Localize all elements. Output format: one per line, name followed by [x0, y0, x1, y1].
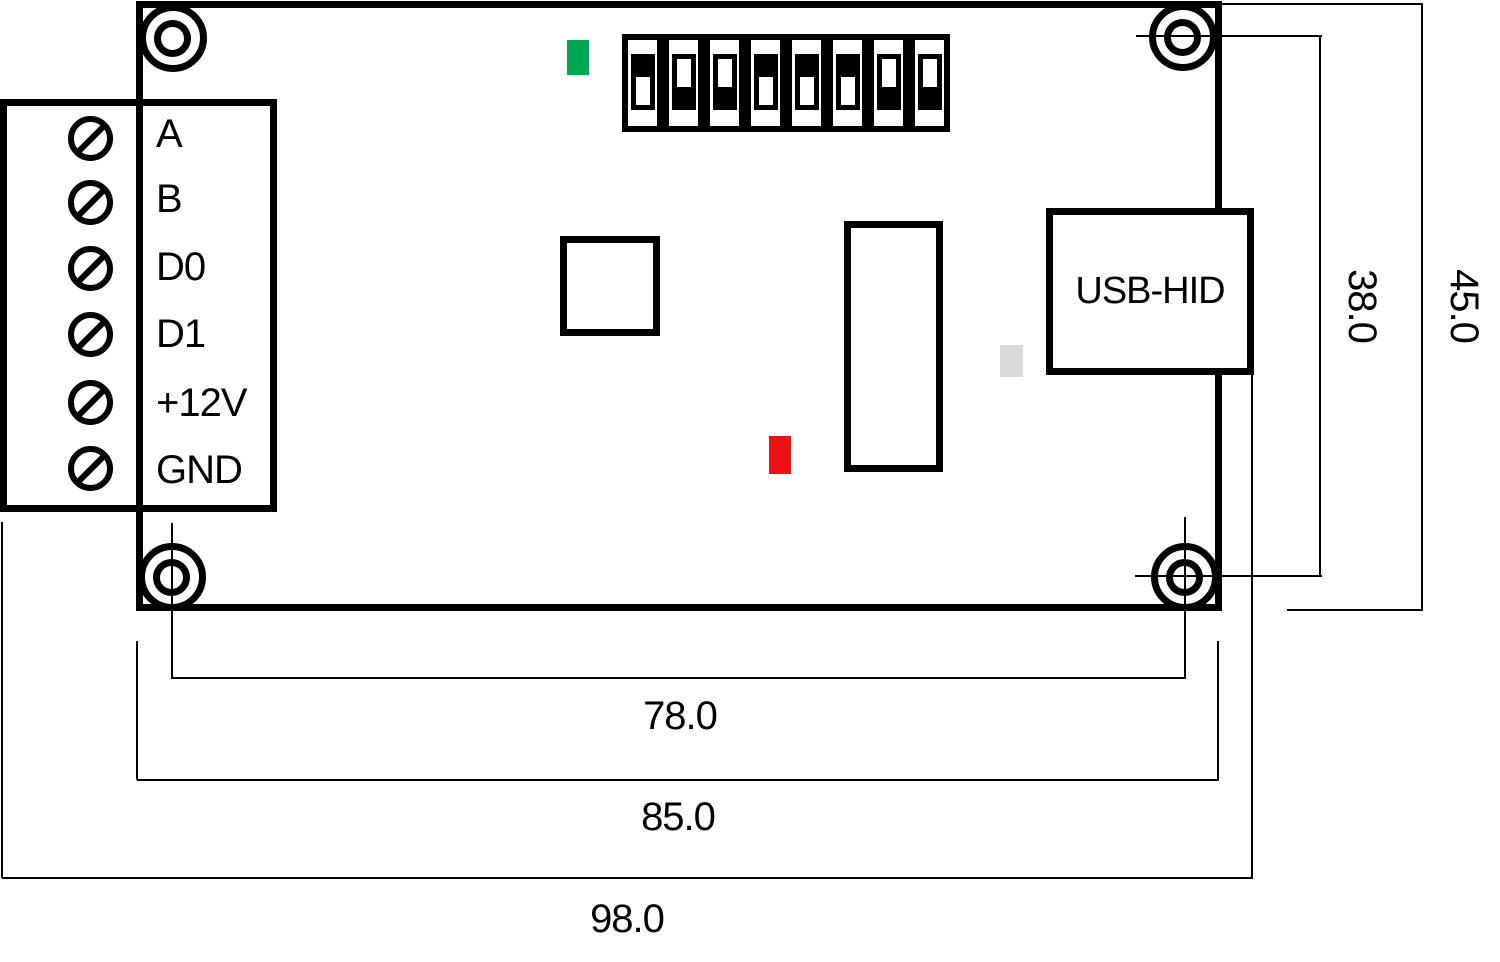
- screw-terminal: [68, 446, 113, 491]
- screw-slot-icon: [75, 123, 106, 154]
- dip-slider: [799, 77, 814, 105]
- mounting-hole-top-left-inner: [154, 20, 191, 57]
- ic-tall: [844, 221, 943, 472]
- dip-slider: [922, 59, 937, 87]
- screw-slot-icon: [75, 253, 106, 284]
- ext-line-usb-right: [1251, 374, 1253, 878]
- dip-recess: [671, 54, 696, 110]
- screw-terminal: [68, 380, 113, 425]
- ext-line-board-top: [1222, 3, 1423, 5]
- screw-terminal: [68, 246, 113, 291]
- mounting-hole-top-left: [139, 4, 207, 72]
- screw-terminal: [68, 312, 113, 357]
- dip-slider: [881, 59, 896, 87]
- screw-slot-icon: [75, 453, 106, 484]
- dim-label-38: 38.0: [1340, 269, 1384, 343]
- terminal-label-a: A: [156, 112, 183, 156]
- usb-connector: USB-HID: [1046, 208, 1254, 375]
- ic-square: [560, 236, 660, 336]
- dip-recess: [753, 54, 778, 110]
- dip-switch-2: [663, 34, 704, 132]
- ext-line-board-bottom: [1287, 609, 1423, 611]
- dip-switch-1: [622, 34, 663, 132]
- red-led: [769, 436, 791, 474]
- dim-line-38: [1319, 36, 1321, 577]
- dip-switch-bank: [622, 34, 950, 132]
- dim-line-85: [137, 779, 1219, 781]
- ext-line-board-right: [1217, 641, 1219, 780]
- ext-line-board-left: [136, 641, 138, 780]
- green-led: [567, 40, 589, 75]
- dip-switch-8: [909, 34, 950, 132]
- screw-slot-icon: [75, 319, 106, 350]
- dim-line-45: [1421, 4, 1423, 610]
- terminal-label-d0: D0: [156, 245, 206, 289]
- dim-line-98: [2, 877, 1253, 879]
- dip-recess: [794, 54, 819, 110]
- dip-switch-3: [704, 34, 745, 132]
- screw-slot-icon: [75, 187, 106, 218]
- dim-label-85: 85.0: [641, 795, 716, 839]
- terminal-label-gnd: GND: [156, 448, 243, 492]
- mounting-hole-bottom-left-inner: [153, 559, 190, 596]
- terminal-label-12v: +12V: [156, 381, 248, 425]
- dim-label-98: 98.0: [590, 897, 665, 941]
- ext-line-bottom-right-hole: [1135, 575, 1322, 577]
- dip-recess: [835, 54, 860, 110]
- mounting-hole-top-right: [1149, 3, 1217, 71]
- dip-slider: [635, 77, 650, 105]
- dip-slider: [717, 59, 732, 87]
- mounting-hole-top-right-inner: [1164, 19, 1201, 56]
- dim-label-78: 78.0: [643, 694, 718, 738]
- usb-connector-label: USB-HID: [1075, 270, 1225, 312]
- mounting-hole-bottom-right-inner: [1166, 559, 1203, 596]
- gray-pad: [1000, 345, 1023, 377]
- dip-slider: [840, 77, 855, 105]
- dip-switch-6: [827, 34, 868, 132]
- dip-recess: [712, 54, 737, 110]
- screw-slot-icon: [75, 387, 106, 418]
- terminal-label-b: B: [156, 177, 183, 221]
- dim-line-78: [171, 677, 1186, 679]
- ext-line-top-right-hole: [1136, 35, 1322, 37]
- dip-recess: [917, 54, 942, 110]
- dip-slider: [676, 59, 691, 87]
- ext-line-block-left: [1, 522, 3, 878]
- mounting-hole-bottom-left: [138, 543, 206, 611]
- dim-label-45: 45.0: [1442, 269, 1486, 343]
- screw-terminal: [68, 116, 113, 161]
- dip-switch-4: [745, 34, 786, 132]
- screw-terminal: [68, 180, 113, 225]
- dip-slider: [758, 77, 773, 105]
- dip-switch-5: [786, 34, 827, 132]
- dip-recess: [876, 54, 901, 110]
- mounting-hole-bottom-right: [1151, 543, 1219, 611]
- dip-switch-7: [868, 34, 909, 132]
- terminal-label-d1: D1: [156, 312, 206, 356]
- dip-recess: [630, 54, 655, 110]
